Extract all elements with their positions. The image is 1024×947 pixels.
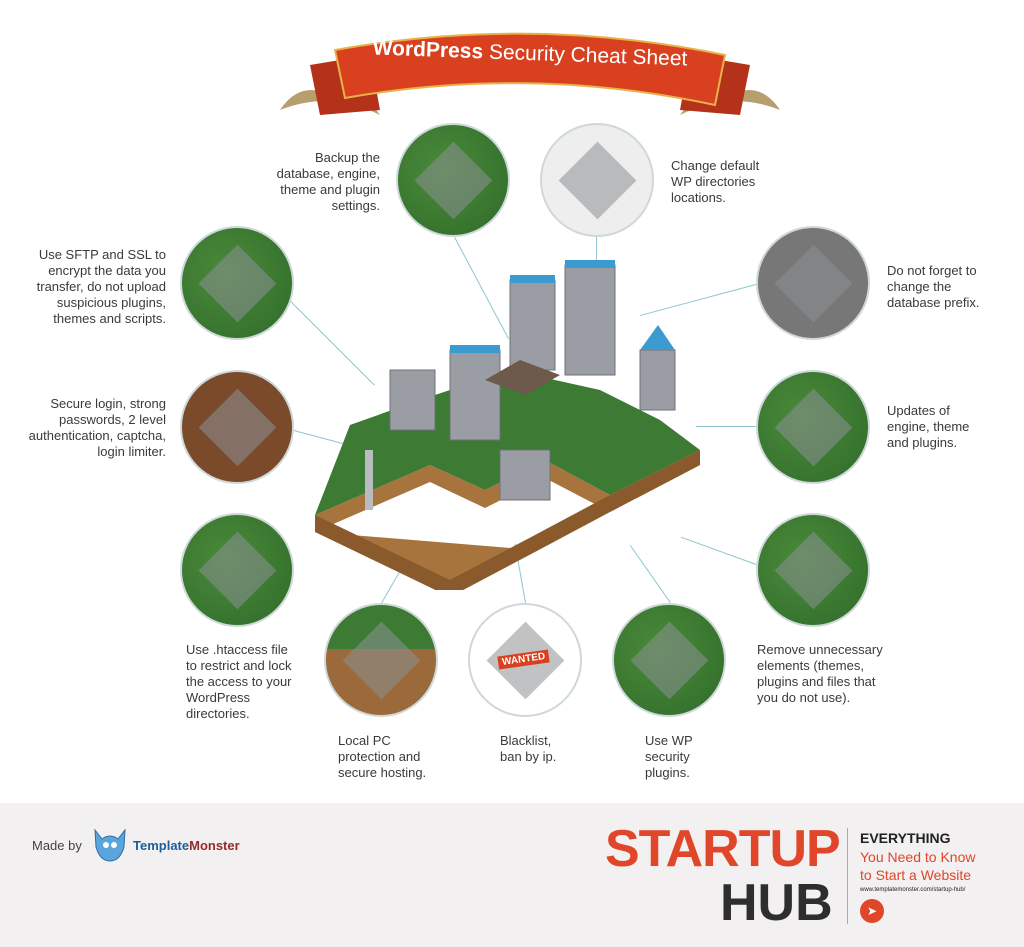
hub-text: HUB bbox=[720, 874, 833, 932]
everything-label: EVERYTHING bbox=[860, 830, 951, 846]
made-by-label: Made by bbox=[32, 838, 82, 853]
tip-login: Secure login, strong passwords, 2 level … bbox=[28, 396, 166, 459]
htaccess-illustration bbox=[180, 513, 294, 627]
tagline-2: to Start a Website bbox=[860, 867, 972, 883]
plugins-illustration bbox=[612, 603, 726, 717]
title-ribbon bbox=[280, 32, 780, 115]
tip-blacklist: Blacklist, ban by ip. bbox=[500, 733, 557, 764]
tip-htaccess: Use .htaccess file to restrict and lock … bbox=[186, 642, 292, 721]
prefix-illustration bbox=[756, 226, 870, 340]
tagline-1: You Need to Know bbox=[860, 849, 976, 865]
tip-sftp: Use SFTP and SSL to encrypt the data you… bbox=[36, 247, 166, 326]
tip-localpc: Local PC protection and secure hosting. bbox=[338, 733, 427, 780]
templatemonster-logo[interactable]: TemplateMonster bbox=[133, 838, 240, 853]
login-illustration bbox=[180, 370, 294, 484]
tip-backup: Backup the database, engine, theme and p… bbox=[276, 150, 380, 213]
updates-illustration bbox=[756, 370, 870, 484]
divider bbox=[847, 828, 848, 924]
tip-plugins: Use WP security plugins. bbox=[645, 733, 693, 780]
tip-prefix: Do not forget to change the database pre… bbox=[887, 263, 980, 310]
remove-illustration bbox=[756, 513, 870, 627]
footer: Made by TemplateMonster STARTUP HUB EVER… bbox=[0, 803, 1024, 947]
directories-illustration bbox=[540, 123, 654, 237]
localpc-illustration bbox=[324, 603, 438, 717]
tip-directories: Change default WP directories locations. bbox=[671, 158, 760, 205]
tip-remove: Remove unnecessary elements (themes, plu… bbox=[757, 642, 883, 705]
monster-logo-icon bbox=[94, 828, 126, 862]
castle-illustration bbox=[315, 260, 700, 590]
wanted-sign: WANTED bbox=[497, 649, 550, 670]
send-icon[interactable]: ➤ bbox=[860, 899, 884, 923]
startup-text: STARTUP bbox=[605, 820, 841, 878]
backup-illustration bbox=[396, 123, 510, 237]
sftp-illustration bbox=[180, 226, 294, 340]
tip-updates: Updates of engine, theme and plugins. bbox=[887, 403, 970, 450]
startup-hub-url[interactable]: www.templatemonster.com/startup-hub/ bbox=[860, 887, 966, 893]
blacklist-illustration: WANTED bbox=[468, 603, 582, 717]
